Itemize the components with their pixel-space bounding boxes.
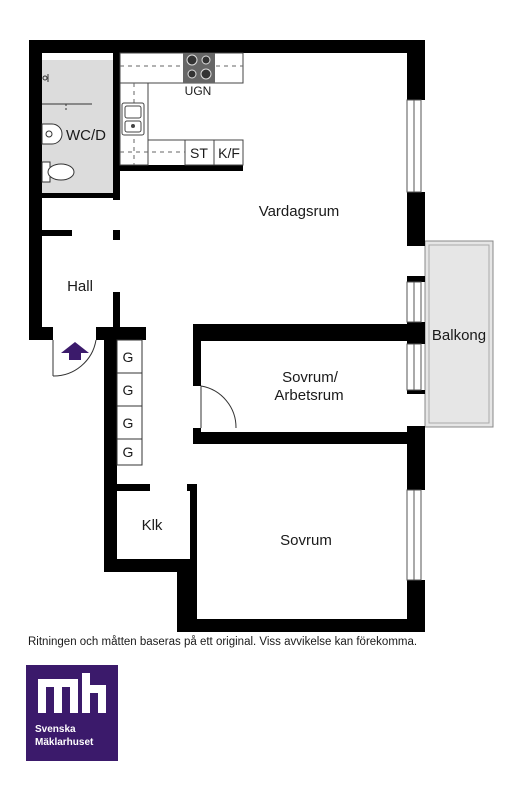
- toilet-icon: [41, 161, 75, 183]
- stove-icon: [183, 53, 215, 83]
- balcony-floor: [424, 240, 494, 428]
- logo-text-line2: Mäklarhuset: [35, 737, 94, 748]
- wardrobe-label: G: [123, 444, 134, 460]
- floor-plan: WC/D UGN ST K/F Vardagsrum Hall Balkong …: [29, 40, 494, 632]
- interior-walls: [40, 40, 425, 572]
- fridge-label-st: ST: [190, 145, 208, 161]
- living-room-label: Vardagsrum: [259, 203, 340, 220]
- shower-icon: [42, 74, 92, 112]
- outer-walls: [29, 40, 425, 632]
- hall-label: Hall: [67, 278, 93, 295]
- office-label-line1: Sovrum/: [282, 369, 339, 386]
- disclaimer-text: Ritningen och måtten baseras på ett orig…: [28, 636, 418, 648]
- wardrobes: [116, 339, 143, 466]
- wardrobe-label: G: [123, 349, 134, 365]
- logo-text-line1: Svenska: [35, 724, 76, 735]
- bedroom-label: Sovrum: [280, 532, 332, 549]
- closet-label: Klk: [142, 517, 163, 534]
- office-label-line2: Arbetsrum: [274, 387, 343, 404]
- wardrobe-label: G: [123, 415, 134, 431]
- logo-mark-icon: [38, 673, 106, 713]
- balcony-label: Balkong: [432, 327, 486, 344]
- bedroom-door: [200, 385, 237, 429]
- stove-label: UGN: [185, 84, 212, 98]
- washbasin-icon: [41, 123, 63, 145]
- balcony-rail: [428, 244, 490, 424]
- sink-icon: [121, 102, 145, 136]
- wardrobe-label: G: [123, 382, 134, 398]
- windows: [406, 99, 422, 581]
- entrance-arrow-icon: [61, 342, 89, 360]
- fridge-label-kf: K/F: [218, 145, 240, 161]
- company-logo: Svenska Mäklarhuset: [26, 665, 118, 761]
- entrance-door: [52, 339, 97, 377]
- wc-label: WC/D: [66, 127, 106, 144]
